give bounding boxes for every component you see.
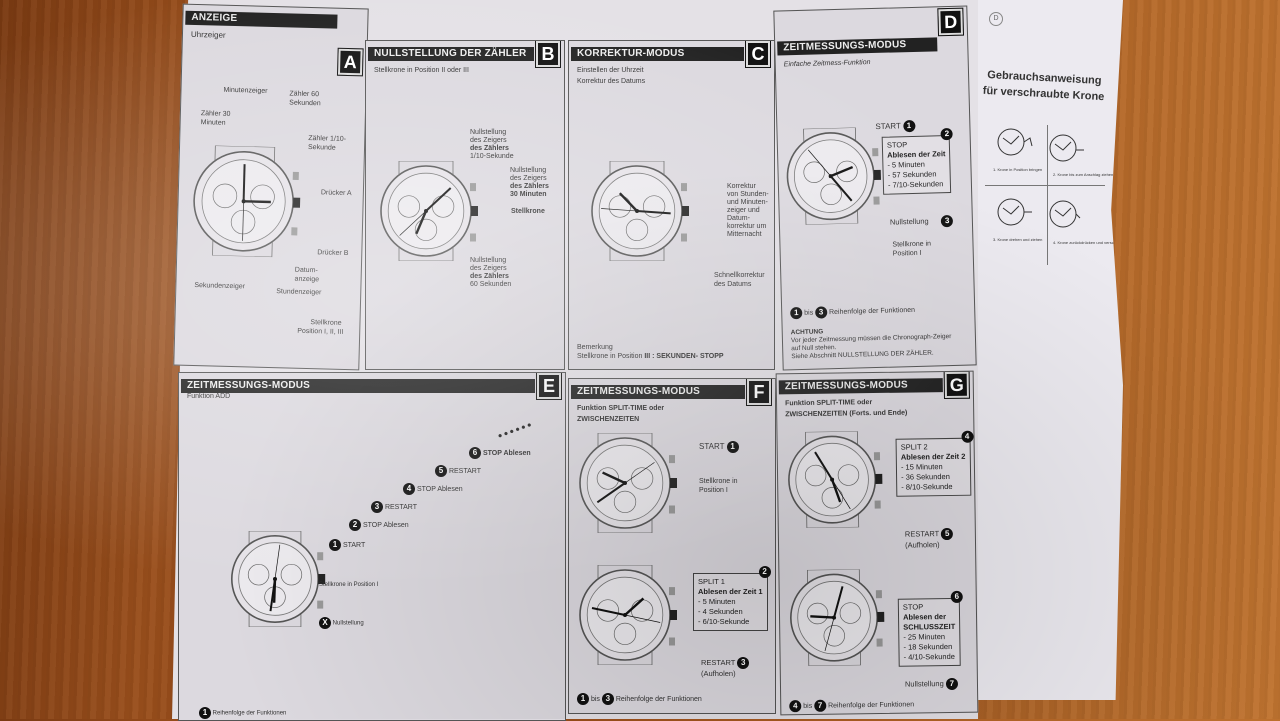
step-1: 1 START: [329, 539, 365, 551]
label: Drücker A: [320, 189, 352, 198]
crown-label: Stellkrone in Position I: [319, 582, 379, 588]
sequence-note: 1 Reihenfolge der Funktionen: [199, 707, 286, 719]
language-badge: D: [989, 12, 1003, 26]
watch-diagram: [785, 568, 902, 672]
restart-label: RESTART 3(Aufholen): [701, 657, 750, 678]
sequence-note: 1 bis 3 Reihenfolge der Funktionen: [577, 693, 702, 705]
step-2: 2 STOP Ablesen: [349, 519, 409, 531]
watch-diagram: [575, 564, 695, 670]
panel-a: ANZEIGE A Uhrzeiger Minutenzeiger Zähler…: [173, 3, 369, 371]
label: Position I, II, III: [297, 327, 344, 336]
panel-e: ZEITMESSUNGS-MODUS E Funktion ADD 1 STAR…: [178, 372, 566, 721]
panel-title: ZEITMESSUNGS-MODUS: [181, 379, 535, 393]
start-label: START 1: [875, 119, 916, 133]
label: Zähler 60 Sekunden: [289, 90, 321, 108]
crown-instructions-sheet: D Gebrauchsanweisung für verschraubte Kr…: [975, 0, 1123, 700]
continuation-dots: ••••••: [495, 417, 536, 443]
crown-label: Stellkrone: [511, 208, 545, 215]
watch-svg: [193, 145, 301, 258]
reset-label: X Nullstellung: [319, 617, 364, 629]
label: Stundenzeiger: [276, 288, 322, 297]
start-label: START 1: [699, 441, 739, 453]
watch-diagram: [781, 126, 900, 230]
step-caption: 1. Krone in Position bringen: [993, 167, 1043, 172]
watch-diagram: [376, 160, 496, 266]
panel-subtitle: Uhrzeiger: [190, 29, 226, 40]
watch-svg: [591, 160, 689, 262]
panel-subtitle: Einfache Zeitmess-Funktion: [783, 59, 871, 69]
panel-title: ZEITMESSUNGS-MODUS: [777, 37, 938, 56]
step-caption: 3. Krone drehen und ziehen: [993, 237, 1043, 242]
watch-svg: [790, 568, 885, 667]
panel-g: ZEITMESSUNGS-MODUS G Funktion SPLIT-TIME…: [775, 370, 979, 716]
watch-svg: [579, 432, 677, 534]
panel-title: KORREKTUR-MODUS: [571, 47, 744, 61]
panel-letter: B: [535, 41, 561, 68]
panel-letter: E: [536, 373, 562, 400]
watch-svg: [230, 530, 326, 628]
panel-letter: C: [745, 41, 771, 68]
panel-b: NULLSTELLUNG DER ZÄHLER B Stellkrone in …: [365, 40, 565, 370]
watch-diagram: [227, 530, 343, 632]
label: Drücker B: [317, 249, 349, 258]
step-caption: 4. Krone zurückdrücken und verschrauben: [1053, 240, 1129, 245]
panel-title: ANZEIGE: [185, 10, 338, 29]
panel-title: ZEITMESSUNGS-MODUS: [571, 385, 745, 399]
watch-diagram: [187, 145, 320, 263]
label: Sekundenzeiger: [194, 282, 246, 291]
sequence-note: 1 bis 3 Reihenfolge der Funktionen: [790, 304, 915, 320]
step-6: 6 STOP Ablesen: [469, 447, 531, 459]
panel-title: ZEITMESSUNGS-MODUS: [778, 378, 943, 395]
watch-svg: [579, 564, 677, 666]
sequence-note: 4 bis 7 Reihenfolge der Funktionen: [789, 698, 914, 713]
watch-diagram: [783, 430, 900, 534]
panel-letter: D: [937, 7, 965, 37]
label: Datum-anzeige: [294, 266, 320, 284]
watch-svg: [788, 430, 883, 529]
panel-d: ZEITMESSUNGS-MODUS D Einfache Zeitmess-F…: [773, 5, 977, 371]
reset-label: Nullstellung 3: [890, 214, 954, 229]
panel-subtitle: Stellkrone in Position II oder III: [374, 67, 469, 74]
panel-letter: A: [336, 47, 364, 77]
reset-label: Nullstellung 7: [905, 677, 958, 691]
panel-letter: G: [943, 370, 970, 400]
panel-letter: F: [746, 379, 772, 406]
watch-diagram: [587, 160, 707, 266]
restart-label: RESTART 5(Aufholen): [905, 527, 954, 550]
panel-c: KORREKTUR-MODUS C Einstellen der Uhrzeit…: [568, 40, 775, 370]
panel-subtitle: Funktion ADD: [187, 393, 231, 400]
watch-diagram: [575, 432, 695, 538]
label: Minutenzeiger: [223, 86, 268, 95]
panel-title: NULLSTELLUNG DER ZÄHLER: [368, 47, 534, 61]
step-3: 3 RESTART: [371, 501, 417, 513]
step-4: 4 STOP Ablesen: [403, 483, 463, 495]
panel-f: ZEITMESSUNGS-MODUS F Funktion SPLIT-TIME…: [568, 378, 776, 714]
crown-diagrams: [997, 128, 1084, 228]
step-5: 5 RESTART: [435, 465, 481, 477]
sheet-title: Gebrauchsanweisung für verschraubte Kron…: [975, 66, 1114, 105]
watch-svg: [786, 127, 881, 226]
label: Zähler 30 Minuten: [200, 110, 231, 127]
step-caption: 2. Krone bis zum Anschlag ziehen: [1053, 172, 1114, 177]
watch-svg: [380, 160, 478, 262]
label: Zähler 1/10-Sekunde: [307, 134, 347, 152]
